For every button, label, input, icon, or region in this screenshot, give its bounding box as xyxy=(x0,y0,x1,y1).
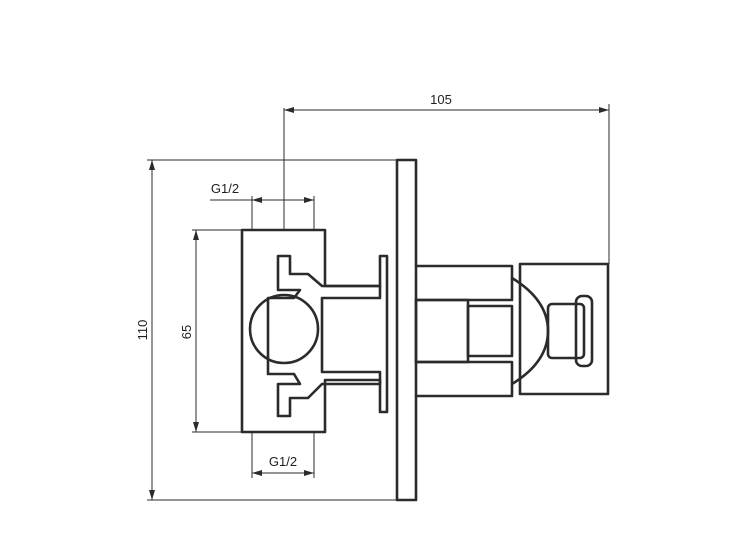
concealed-box xyxy=(240,228,389,434)
dimension-height-total xyxy=(147,159,397,501)
label-height-110: 110 xyxy=(135,320,150,341)
label-width-105: 105 xyxy=(430,92,452,107)
valve-body-drawing xyxy=(240,158,610,502)
dimension-width xyxy=(283,104,610,264)
label-thread-bottom: G1/2 xyxy=(269,454,297,469)
label-height-65: 65 xyxy=(179,325,194,339)
dimension-thread-bottom xyxy=(251,432,315,478)
spindle-housing xyxy=(414,264,514,398)
handle-end xyxy=(574,294,594,368)
dimension-thread-top xyxy=(210,196,315,230)
handle-knob xyxy=(510,276,550,386)
handle-lever xyxy=(546,302,586,360)
spindle xyxy=(414,298,470,364)
label-thread-top: G1/2 xyxy=(211,181,239,196)
spindle-step xyxy=(466,304,514,358)
outlet-circle xyxy=(248,293,320,365)
cover-plate xyxy=(395,158,418,502)
dimension-height-body xyxy=(192,229,242,433)
handle-cap xyxy=(518,262,610,396)
